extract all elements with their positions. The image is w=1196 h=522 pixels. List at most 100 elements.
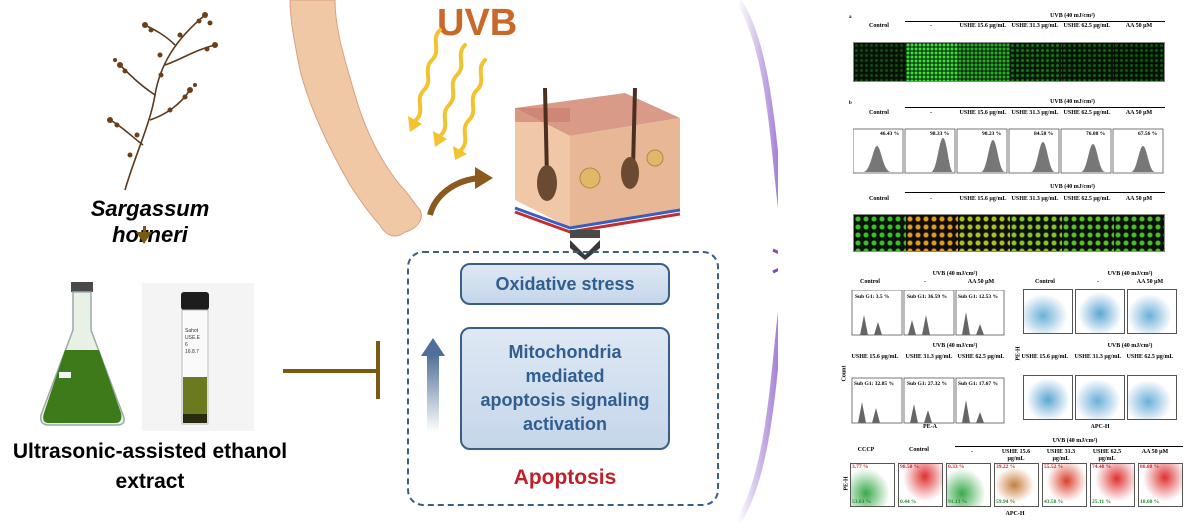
panel-d-top-val-0: Sub G1: 3.5 % [855,294,890,300]
oxidative-stress-label: Oxidative stress [495,274,635,294]
mitochondria-box: Mitochondria mediated apoptosis signalin… [460,327,670,450]
panel-d-top-val-2: Sub G1: 12.53 % [958,294,999,300]
panel-c-col-3: USHE 31.3 μg/mL [1011,196,1059,202]
panel-d-top-val-1: Sub G1: 36.59 % [907,294,948,300]
panel-b-val-5: 67.56 % [1138,131,1158,137]
panel-d-header-bottom: UVB (40 mJ/cm²) [932,343,978,349]
panel-f-col-5: USHE 62.5 μg/mL [1092,449,1122,462]
panel-f-red-4: 55.52 % [1044,464,1064,470]
panel-f-green-1: 0.44 % [900,499,917,505]
panel-f-col-6: AA 50 μM [1141,449,1169,455]
panel-a-col-0: Control [869,23,889,29]
panel-c-image-strip [853,214,1165,252]
panel-b-val-4: 76.08 % [1086,131,1106,137]
panel-c-col-4: USHE 62.5 μg/mL [1063,196,1111,202]
panel-d-bottom-val-2: Sub G1: 17.67 % [958,381,999,387]
panel-f-red-3: 39.22 % [996,464,1016,470]
svg-text:Sahot: Sahot [185,328,199,334]
panel-a-col-3: USHE 31.3 μg/mL [1011,23,1059,29]
curved-arrow-icon [427,167,493,216]
panel-f-red-2: 0.33 % [948,464,965,470]
svg-text:6: 6 [185,342,188,348]
panel-f-ylabel: PE-H [843,476,850,491]
sargassum-seaweed-illustration [107,12,218,191]
panel-e-ylabel: PE-H [1015,346,1022,361]
panel-d-ylabel: Count [841,365,848,382]
panel-e-plot-5 [1127,375,1177,420]
panel-b-col-3: USHE 31.3 μg/mL [1011,110,1059,116]
panel-c-col-1: - [930,196,932,202]
apoptosis-label: Apoptosis [513,466,617,489]
panel-d-histograms [851,290,1005,424]
panel-b-val-0: 46.43 % [880,131,900,137]
panel-e-plot-0 [1023,289,1073,334]
panel-f-green-3: 59.94 % [996,499,1016,505]
panel-c-rule [905,192,1165,193]
panel-b-tag: b [849,101,852,106]
panel-c-col-2: USHE 15.6 μg/mL [959,196,1007,202]
panel-e-plot-4 [1075,375,1125,420]
panel-d-header-top: UVB (40 mJ/cm²) [932,271,978,277]
arm-illustration [289,0,422,237]
panel-c-col-0: Control [869,196,889,202]
panel-c-col-5: AA 50 μM [1125,196,1153,202]
extract-label-line2: extract [115,470,185,493]
panel-e-plot-2 [1127,289,1177,334]
panel-b-col-5: AA 50 μM [1125,110,1153,116]
panel-f-green-6: 18.60 % [1140,499,1160,505]
panel-c-header: UVB (40 mJ/cm²) [1050,184,1095,190]
inhibition-line [283,369,378,373]
panel-f-col-4: USHE 31.3 μg/mL [1046,449,1076,462]
panel-f-plot-2 [946,463,991,507]
panel-f-plot-3 [994,463,1039,507]
oxidative-stress-box: Oxidative stress [460,263,670,305]
panel-f-green-2: 91.13 % [948,499,968,505]
panel-d-bottom-val-0: Sub G1: 32.85 % [854,381,895,387]
flask-illustration [39,282,125,426]
panel-d-top-col-1: - [924,279,926,285]
panel-b-header: UVB (40 mJ/cm²) [1050,99,1095,105]
skin-section-illustration [514,88,681,234]
uvb-label: UVB [437,2,518,44]
panel-e-plot-3 [1023,375,1073,420]
panel-b-col-0: Control [869,110,889,116]
up-arrow-icon [421,338,445,432]
panel-b-histogram-svg [852,128,1164,174]
panel-b-col-4: USHE 62.5 μg/mL [1063,110,1111,116]
panel-b-rule [905,107,1165,108]
panel-f-red-1: 98.50 % [900,464,920,470]
panel-f-plot-1 [898,463,943,507]
panel-d-top-col-0: Control [860,279,880,285]
panel-e-bottom-col-0: USHE 15.6 μg/mL [1021,354,1069,360]
purple-brace-icon [735,0,778,522]
panel-f-col-3: USHE 15.6 μg/mL [1001,449,1031,462]
panel-b-histograms [852,128,1165,174]
panel-f-header: UVB (40 mJ/cm²) [1052,438,1098,444]
panel-e-header-top: UVB (40 mJ/cm²) [1107,271,1153,277]
panel-e-xlabel: APC-H [1090,424,1110,430]
panel-f-green-4: 43.58 % [1044,499,1064,505]
panel-f-col-0: CCCP [857,447,875,453]
panel-d-top-col-2: AA 50 μM [967,279,995,285]
mito-line1: Mitochondria [508,342,622,362]
panel-f-green-5: 25.11 % [1092,499,1111,505]
panel-a-col-1: - [930,23,932,29]
panel-e-top-col-2: AA 50 μM [1136,279,1164,285]
extract-label-line1: Ultrasonic-assisted ethanol [12,440,288,463]
panel-d-xlabel: PE-A [923,424,937,430]
panel-e-plot-1 [1075,289,1125,334]
panel-d-bottom-val-1: Sub G1: 27.32 % [907,381,948,387]
panel-e-header-bottom: UVB (40 mJ/cm²) [1107,343,1153,349]
panel-a-rule [905,21,1165,22]
panel-b-val-3: 84.58 % [1034,131,1054,137]
panel-a-header: UVB (40 mJ/cm²) [1050,13,1095,19]
panel-f-plots [850,463,1185,507]
panel-f-col-1: Control [909,447,929,453]
panel-d-bottom-col-0: USHE 15.6 μg/mL [851,354,899,360]
panel-f-rule [955,446,1183,447]
panel-b-col-2: USHE 15.6 μg/mL [959,110,1007,116]
panel-f-xlabel: APC-H [1005,511,1025,517]
panel-f-red-5: 74.48 % [1092,464,1112,470]
panel-e-top-col-0: Control [1035,279,1055,285]
panel-b-col-1: - [930,110,932,116]
